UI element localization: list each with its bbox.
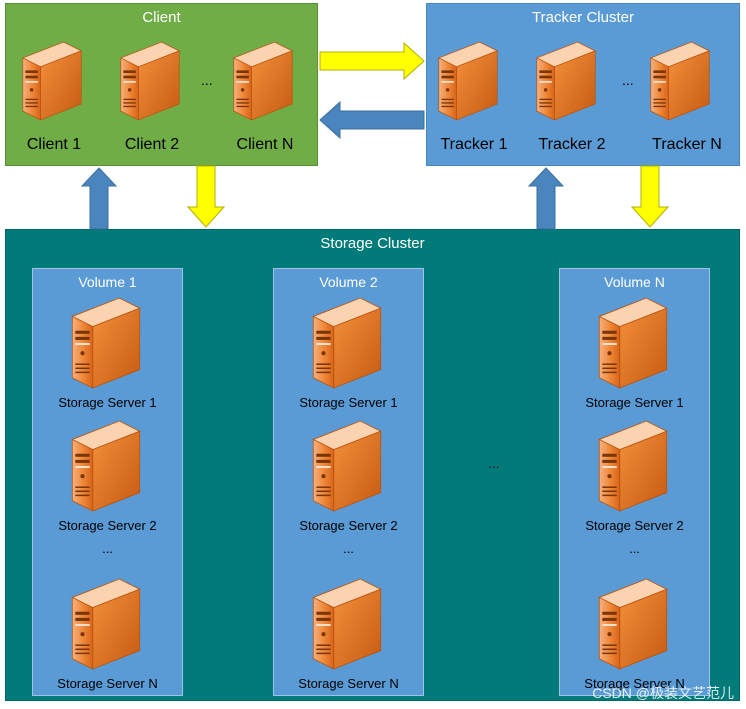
client-title: Client [142,9,181,26]
client-1-label: Client 1 [26,136,82,153]
tracker-ellipsis: ... [622,72,634,88]
client-2-label: Client 2 [124,136,180,153]
volume-2-server-2-label: Storage Server 2 [299,518,398,533]
volume-1: Volume 1 Storage Server 1 Storage Server… [32,268,183,696]
tracker-1-label: Tracker 1 [440,136,508,153]
tracker-to-client-arrow [319,100,425,140]
storage-cluster: Storage Cluster Volume 1 Storage Server … [5,229,740,701]
storage-to-tracker-arrow [527,167,565,230]
volume-n-ellipsis: ... [629,541,640,556]
volume-2-server-1-label: Storage Server 1 [299,395,398,410]
client-group: Client Client 1 Client 2 ... Client N [5,3,318,166]
tracker-to-storage-arrow [630,165,670,228]
volume-2-ellipsis: ... [343,541,354,556]
volume-1-server-2-label: Storage Server 2 [58,518,157,533]
watermark: CSDN @极装文艺范儿 [592,685,734,701]
volume-2-server-n-label: Storage Server N [298,676,399,691]
volume-n-title: Volume N [604,274,665,290]
volume-n-server-1-label: Storage Server 1 [585,395,684,410]
storage-title: Storage Cluster [320,235,425,252]
volume-1-server-1-label: Storage Server 1 [58,395,157,410]
volume-1-server-n-label: Storage Server N [57,676,158,691]
volume-n: Volume N Storage Server 1 Storage Server… [559,268,710,696]
tracker-cluster: Tracker Cluster Tracker 1 Tracker 2 ... … [426,3,740,166]
volume-n-server-2-label: Storage Server 2 [585,518,684,533]
tracker-2-label: Tracker 2 [538,136,606,153]
client-n-label: Client N [236,136,294,153]
volume-n-server-n-label: Storage Server N [584,676,685,691]
volumes-ellipsis: ... [488,455,500,471]
tracker-n-label: Tracker N [652,136,722,153]
storage-to-client-arrow [80,167,118,230]
client-ellipsis: ... [201,72,213,88]
volume-2-title: Volume 2 [319,274,378,290]
client-to-storage-arrow [186,165,226,228]
volume-2: Volume 2 Storage Server 1 Storage Server… [273,268,424,696]
volume-1-ellipsis: ... [102,541,113,556]
client-to-tracker-arrow [319,41,425,81]
tracker-title: Tracker Cluster [532,9,634,26]
volume-1-title: Volume 1 [78,274,137,290]
